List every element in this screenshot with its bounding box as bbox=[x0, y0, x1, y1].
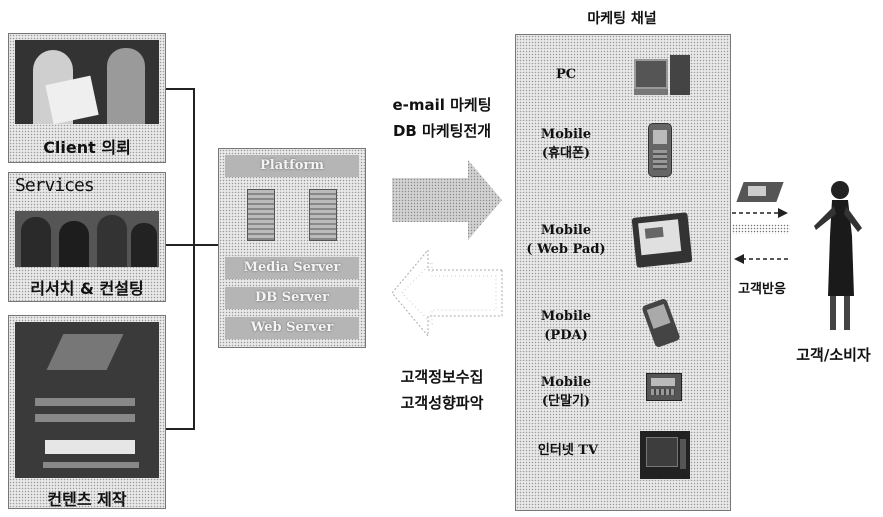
customer-info-collection-text: 고객정보수집 bbox=[400, 368, 484, 386]
connector-vertical bbox=[193, 88, 195, 430]
research-panel: Services 리서치 & 컨설팅 bbox=[8, 172, 166, 302]
customer-info-text-block: 고객정보수집 고객성향파악 bbox=[372, 364, 512, 416]
channel-label: Mobile ( Web Pad) bbox=[526, 223, 606, 257]
services-tag: Services bbox=[15, 175, 95, 196]
server-stack: Platform Media Server DB Server Web Serv… bbox=[218, 148, 366, 348]
platform-bar: Platform bbox=[225, 155, 359, 177]
connector-bottom bbox=[166, 428, 194, 430]
db-server-bar: DB Server bbox=[225, 287, 359, 309]
client-photo bbox=[15, 40, 159, 124]
customer-label: 고객/소비자 bbox=[796, 346, 871, 364]
channel-label: 인터넷 TV bbox=[537, 443, 599, 458]
dashed-arrow-left-icon bbox=[734, 254, 790, 264]
dashed-arrow-right-icon bbox=[732, 208, 788, 218]
pda-icon bbox=[641, 297, 681, 349]
channel-label: Mobile (휴대폰) bbox=[540, 127, 592, 161]
arrow-left-icon bbox=[392, 250, 503, 336]
channel-label: PC bbox=[555, 67, 577, 82]
arrow-right-icon bbox=[392, 160, 502, 240]
marketing-text-block: e-mail 마케팅 DB 마케팅전개 bbox=[372, 92, 512, 144]
internet-device-icon bbox=[734, 176, 786, 206]
channel-label: Mobile (PDA) bbox=[540, 309, 592, 343]
customer-response-label: 고객반응 bbox=[738, 282, 786, 297]
connector-to-server bbox=[193, 244, 218, 246]
email-marketing-text: e-mail 마케팅 bbox=[392, 96, 492, 114]
terminal-icon bbox=[646, 373, 682, 401]
mobile-phone-icon bbox=[648, 123, 672, 177]
content-label: 컨텐츠 제작 bbox=[47, 490, 127, 509]
channels-title: 마케팅 채널 bbox=[587, 11, 657, 27]
web-server-bar: Web Server bbox=[225, 317, 359, 339]
server-icon bbox=[247, 189, 275, 241]
connector-top bbox=[166, 88, 194, 90]
channels-panel: PC Mobile (휴대폰) Mobile ( Web Pad) Mobile… bbox=[515, 34, 731, 511]
content-screen bbox=[15, 322, 159, 478]
media-server-bar: Media Server bbox=[225, 257, 359, 279]
pc-icon bbox=[634, 55, 696, 99]
internet-bar bbox=[732, 224, 790, 234]
server-icon bbox=[309, 189, 337, 241]
client-panel: Client 의뢰 bbox=[8, 33, 166, 163]
channel-label: Mobile (단말기) bbox=[540, 375, 592, 409]
research-label: 리서치 & 컨설팅 bbox=[30, 279, 144, 298]
research-photo bbox=[15, 211, 159, 267]
web-pad-icon bbox=[631, 212, 693, 268]
client-label: Client 의뢰 bbox=[43, 138, 131, 157]
customer-tendency-text: 고객성향파악 bbox=[400, 394, 484, 412]
content-panel: 컨텐츠 제작 bbox=[8, 315, 166, 509]
customer-figure-icon bbox=[814, 181, 862, 330]
internet-tv-icon bbox=[640, 431, 690, 479]
connector-middle bbox=[166, 244, 194, 246]
db-marketing-text: DB 마케팅전개 bbox=[392, 122, 492, 140]
